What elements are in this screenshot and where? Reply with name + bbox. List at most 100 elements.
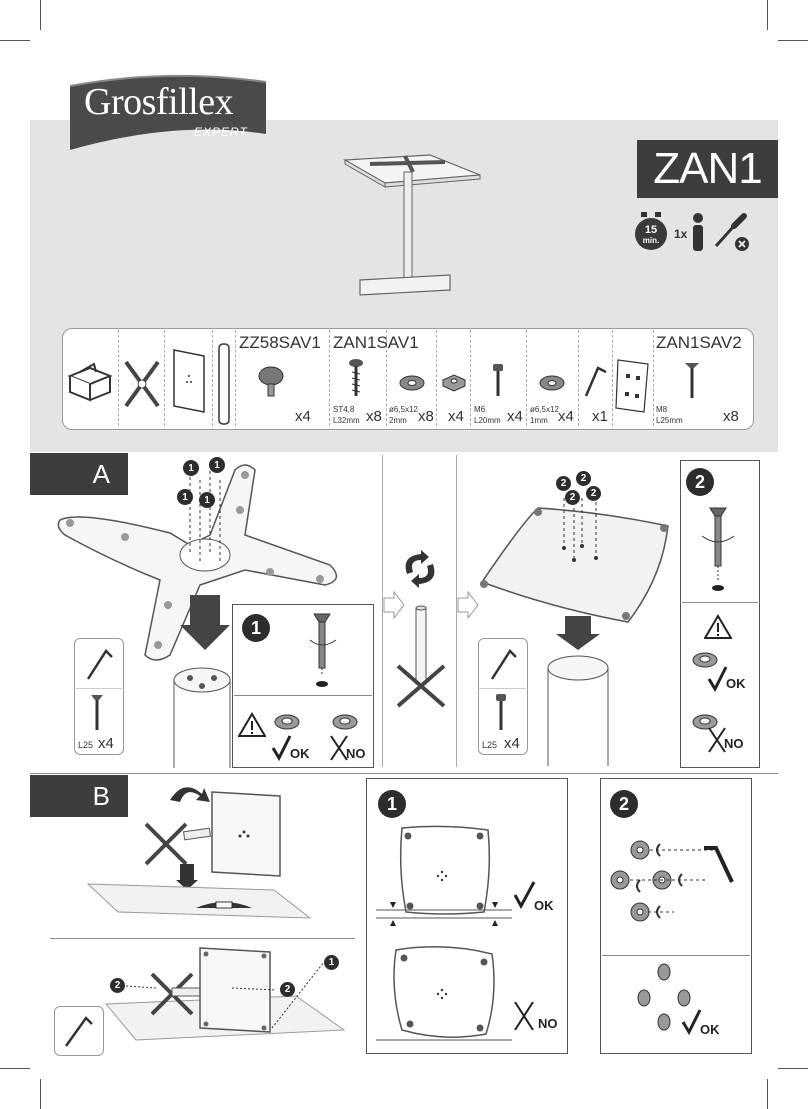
- no-label: NO: [538, 1016, 558, 1031]
- section-divider: [30, 773, 778, 774]
- brand-sub: EXPERT: [194, 125, 248, 139]
- section-divider: [50, 938, 355, 939]
- cross-icon: [514, 1001, 534, 1031]
- qty-m8: x8: [723, 408, 739, 425]
- parts-divider: [470, 330, 472, 426]
- spec-5b: 1mm: [530, 416, 548, 425]
- tool-spec: L25: [482, 740, 498, 750]
- nut-icon: [442, 374, 466, 392]
- qty-3: x4: [448, 408, 464, 425]
- box-divider: [682, 602, 758, 603]
- parts-divider: [386, 330, 388, 426]
- cross-icon: [708, 727, 726, 753]
- nut-ok-icon: [274, 714, 300, 730]
- box-icon: [67, 362, 113, 402]
- step-number: 1: [378, 790, 406, 818]
- allen-key-icon: [490, 649, 517, 680]
- allen-key-icon: [584, 366, 607, 397]
- step-callout: 1: [183, 460, 199, 476]
- nut-no-icon: [692, 714, 718, 730]
- spec-2b: 2mm: [389, 416, 407, 425]
- spec-m8b: L25mm: [656, 416, 683, 425]
- bolt-icon: [496, 694, 506, 730]
- ok-label: OK: [534, 898, 554, 913]
- spec-1b: L32mm: [333, 416, 360, 425]
- crop-mark: [767, 1079, 768, 1109]
- no-screwdriver-icon: [714, 213, 749, 251]
- spec-4b: L20mm: [474, 416, 501, 425]
- parts-divider: [526, 330, 528, 426]
- tool-divider: [478, 688, 526, 689]
- step-callout: 2: [576, 471, 591, 486]
- ok-label: OK: [290, 746, 310, 761]
- parts-divider: [612, 330, 614, 426]
- nut-no-icon: [332, 714, 358, 730]
- qty-4: x4: [507, 408, 523, 425]
- bolt-detail: [701, 507, 735, 591]
- assembled-drawing: [104, 947, 346, 1041]
- spec-2a: ø6,5x12: [389, 405, 418, 414]
- step-number: 1: [242, 614, 270, 642]
- person-icon: [693, 213, 703, 251]
- foot-glide-icon: [258, 366, 284, 397]
- template-sheet-icon: [615, 359, 649, 413]
- brand-logo: Grosfillex EXPERT: [66, 72, 271, 152]
- detail-box-b2: [600, 778, 752, 1054]
- ok-label: OK: [700, 1022, 720, 1037]
- spec-1a: ST4,8: [333, 405, 355, 414]
- wood-screw-icon: [349, 359, 363, 396]
- parts-divider: [653, 330, 655, 426]
- tool-divider: [74, 688, 122, 689]
- parts-divider: [164, 330, 166, 426]
- crop-mark: [0, 40, 30, 41]
- nut-ok-icon: [692, 652, 718, 668]
- step-number: 2: [686, 468, 714, 496]
- no-label: NO: [346, 746, 366, 761]
- tool-qty: x4: [504, 735, 520, 752]
- next-arrow: [383, 590, 405, 620]
- adjust-glides-drawing: [610, 840, 734, 922]
- qty-5: x4: [558, 408, 574, 425]
- crop-mark: [0, 1068, 30, 1069]
- parts-divider: [578, 330, 580, 426]
- time-unit: min.: [642, 236, 660, 245]
- level-ok-drawing: [376, 825, 512, 926]
- warning-icon: [704, 614, 732, 639]
- warning-icon: [238, 712, 266, 737]
- time-icon: 15 min.: [633, 212, 669, 252]
- flip-drawing: [86, 787, 312, 919]
- check-icon: [271, 735, 292, 762]
- step-number: 2: [610, 790, 638, 818]
- next-arrow: [457, 590, 479, 620]
- cross-base-drawing: [57, 464, 338, 661]
- check-icon: [513, 881, 536, 910]
- allen-key-icon: [64, 1016, 93, 1047]
- check-icon: [681, 1009, 702, 1036]
- callout: 2: [280, 982, 295, 997]
- rotate-icon: [405, 550, 435, 588]
- parts-divider: [212, 330, 214, 426]
- bolt-icon: [493, 364, 503, 396]
- qty-6: x1: [592, 408, 608, 425]
- step-callout: 1: [199, 492, 215, 508]
- bolt-detail: [309, 613, 337, 687]
- level-no-drawing: [376, 946, 512, 1041]
- step-callout: 2: [586, 486, 601, 501]
- cross-icon: [330, 735, 348, 761]
- cross-base-icon: [124, 360, 160, 408]
- step-callout: 2: [565, 490, 580, 505]
- ok-label: OK: [726, 676, 746, 691]
- check-icon: [707, 666, 728, 693]
- parts-divider: [329, 330, 331, 426]
- tool-box-b: [54, 1006, 104, 1056]
- upside-down-base: [396, 605, 446, 708]
- crop-mark: [40, 0, 41, 30]
- washer-small-icon: [539, 375, 565, 391]
- box-divider: [234, 695, 372, 696]
- tool-spec: L25: [78, 740, 94, 750]
- tabletop-drawing: [480, 498, 669, 766]
- spec-5a: ø6,5x12: [530, 405, 559, 414]
- section-divider: [382, 455, 383, 767]
- time-value: 15: [644, 224, 658, 236]
- qty-1: x8: [366, 408, 382, 425]
